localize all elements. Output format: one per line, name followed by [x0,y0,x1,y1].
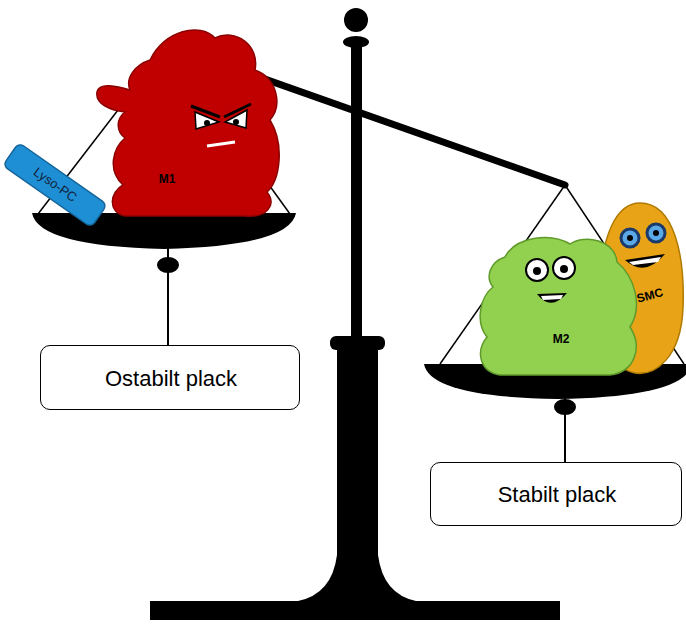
pillar [337,345,378,565]
cell-face [621,224,665,268]
face-part [533,267,541,275]
cell-face [526,257,575,303]
face-part [621,229,639,247]
node-label: Stabilt plack [498,483,617,507]
left-pan [32,213,296,249]
node-label: M1 [159,173,176,186]
face-part [627,235,633,241]
face-part [207,142,235,146]
face-part [647,224,665,242]
face-part [224,104,251,117]
node-label: Ostabilt plack [105,367,237,391]
post-collar [343,36,369,48]
m1-macrophage-outline [95,20,285,220]
node-label: M2 [553,333,570,346]
post [351,40,362,340]
m2-macrophage-outline [475,232,645,378]
m1-macrophage: M1 [95,20,285,220]
plaque-box: Stabilt plack [430,462,682,526]
face-part [560,265,568,273]
cell-body [599,203,683,373]
m2-macrophage: M2 [475,232,645,378]
face-part [553,257,575,279]
face-part [204,120,210,126]
face-part [625,254,665,268]
face-part [629,257,661,265]
face-part [191,106,220,117]
scale-base [150,601,560,620]
post-knob [344,8,368,32]
face-part [526,259,548,281]
tube-body [3,143,108,228]
cell-body [480,238,636,375]
cell-body [97,30,279,216]
cell-face [191,104,251,146]
face-part [537,293,567,303]
plaque-box: Ostabilt plack [40,345,300,410]
face-part [233,119,239,125]
pan-knob [157,257,179,273]
face-part [541,295,563,300]
pan-knob [554,399,576,415]
face-part [653,230,659,236]
